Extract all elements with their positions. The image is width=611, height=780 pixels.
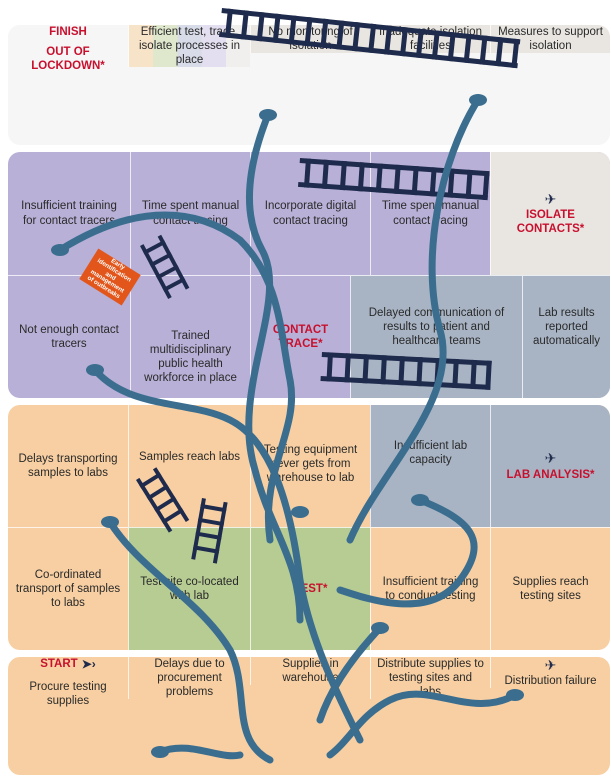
- cell-testing-equipment: Testing equipment never gets from wareho…: [250, 405, 370, 527]
- cell-coordinated-transport: Co-ordinated transport of samples to lab…: [8, 527, 128, 650]
- cell-text: Samples reach labs: [139, 451, 240, 463]
- pin-icon: ✈: [544, 657, 557, 673]
- cell-finish: FINISH OUT OF LOCKDOWN*: [8, 25, 128, 74]
- finish-subtitle: OUT OF LOCKDOWN*: [31, 46, 105, 73]
- cell-text: Not enough contact tracers: [19, 323, 119, 350]
- cell-text: Delayed communication of results to pati…: [368, 307, 505, 348]
- cell-supplies-warehouse: Supplies in warehouse: [250, 657, 370, 686]
- cell-efficient: Efficient test, trace, isolate processes…: [128, 25, 250, 68]
- cell-text: Delays transporting samples to labs: [18, 452, 118, 479]
- cell-isolate-contacts: ✈ ISOLATE CONTACTS*: [490, 152, 610, 275]
- cell-text: Supplies in warehouse: [282, 658, 339, 685]
- cell-delays-procurement: Delays due to procurement problems: [128, 657, 250, 700]
- cell-text: Procure testing supplies: [29, 680, 107, 707]
- cell-test: TEST*: [250, 527, 370, 650]
- board-row-finish: FINISH OUT OF LOCKDOWN* Efficient test, …: [8, 25, 610, 145]
- cell-lab-results: Lab results reported automatically: [522, 275, 610, 398]
- cell-inadequate-isolation: Inadequate isolation facilities: [370, 25, 490, 54]
- cell-lab-analysis: ✈ LAB ANALYSIS*: [490, 405, 610, 527]
- cell-no-monitoring: No monitoring of isolation: [250, 25, 370, 54]
- contact-trace-title: CONTACT TRACE*: [272, 323, 329, 350]
- cell-text: Insufficient training for contact tracer…: [21, 200, 117, 227]
- lab-analysis-title: LAB ANALYSIS*: [506, 468, 595, 481]
- cell-delays-transporting: Delays transporting samples to labs: [8, 405, 128, 527]
- cell-text: Time spent manual contact tracing: [381, 200, 480, 227]
- cell-text: Distribution failure: [504, 675, 597, 688]
- board-row-lab: Delays transporting samples to labs Samp…: [8, 405, 610, 650]
- cell-text: Test site co-located with lab: [140, 575, 239, 602]
- isolate-contacts-title: ISOLATE CONTACTS*: [516, 209, 585, 236]
- cell-distribute-supplies: Distribute supplies to testing sites and…: [370, 657, 490, 700]
- cell-text: Lab results reported automatically: [532, 307, 601, 348]
- cell-trained-workforce: Trained multidisciplinary public health …: [130, 275, 250, 398]
- cell-insufficient-lab: Insufficient lab capacity: [370, 405, 490, 527]
- cell-time-spent-2: Time spent manual contact tracing: [370, 152, 490, 275]
- cell-text: Trained multidisciplinary public health …: [144, 329, 237, 385]
- cell-insufficient-training-testing: Insufficient training to conduct testing: [370, 527, 490, 650]
- pin-icon: ✈: [544, 450, 557, 467]
- cell-incorporate-digital: Incorporate digital contact tracing: [250, 152, 370, 275]
- cell-text: Inadequate isolation facilities: [379, 26, 482, 53]
- cell-supplies-reach: Supplies reach testing sites: [490, 527, 610, 650]
- cell-text: Measures to support isolation: [498, 26, 603, 53]
- cell-text: Efficient test, trace, isolate processes…: [139, 26, 240, 67]
- cell-text: Time spent manual contact tracing: [141, 200, 240, 227]
- cell-start: START ➤› Procure testing supplies: [8, 657, 128, 708]
- cell-samples-reach: Samples reach labs: [128, 405, 250, 527]
- finish-title: FINISH: [49, 26, 87, 38]
- cell-text: Testing equipment never gets from wareho…: [263, 444, 358, 485]
- cell-text: Insufficient lab capacity: [393, 440, 468, 467]
- double-arrow-icon: ➤›: [81, 657, 96, 671]
- cell-text: Delays due to procurement problems: [154, 658, 225, 699]
- cell-text: No monitoring of isolation: [268, 26, 353, 53]
- start-title: START: [40, 658, 78, 671]
- start-label: START ➤›: [40, 657, 96, 672]
- cell-contact-trace: CONTACT TRACE*: [250, 275, 350, 398]
- cell-measures: Measures to support isolation: [490, 25, 610, 54]
- cell-time-spent-1: Time spent manual contact tracing: [130, 152, 250, 275]
- test-title: TEST*: [293, 582, 328, 595]
- cell-text: Insufficient training to conduct testing: [382, 575, 479, 602]
- cell-text: Distribute supplies to testing sites and…: [377, 658, 484, 699]
- cell-distribution-failure: ✈ Distribution failure: [490, 657, 610, 689]
- cell-text: Co-ordinated transport of samples to lab…: [15, 568, 121, 609]
- board-row-start: START ➤› Procure testing supplies Delays…: [8, 657, 610, 775]
- pin-icon: ✈: [544, 190, 557, 207]
- cell-text: Supplies reach testing sites: [512, 575, 589, 602]
- cell-test-site: Test site co-located with lab: [128, 527, 250, 650]
- cell-delayed-communication: Delayed communication of results to pati…: [350, 275, 522, 398]
- cell-text: Incorporate digital contact tracing: [264, 200, 357, 227]
